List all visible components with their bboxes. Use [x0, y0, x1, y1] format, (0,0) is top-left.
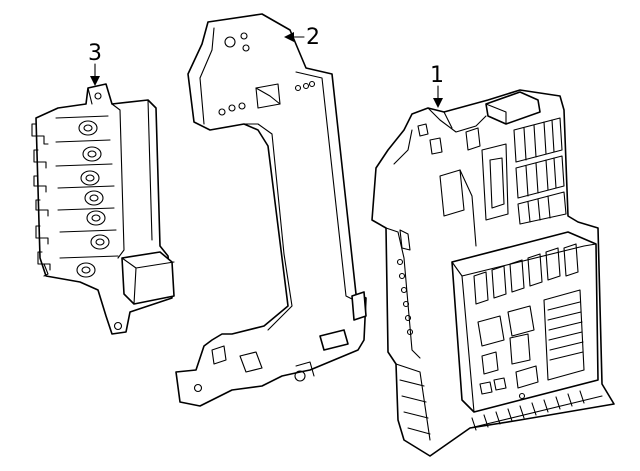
- lower-relay-panel: [451, 231, 599, 413]
- part-1-fuse-box: [371, 89, 615, 457]
- callout-3: 3: [88, 41, 102, 86]
- relay-cube: [121, 251, 175, 305]
- part-3-relay-block: [31, 83, 175, 335]
- callout-2: 2: [284, 25, 320, 50]
- callout-1: 1: [430, 63, 444, 108]
- upper-fuse-bank: [513, 117, 567, 225]
- part-2-mounting-bracket: [175, 13, 367, 407]
- base-ribs: [395, 363, 603, 441]
- callout-label-3: 3: [88, 41, 102, 66]
- callout-label-1: 1: [430, 63, 444, 88]
- connector-clips: [31, 123, 51, 277]
- side-vent-holes: [396, 258, 414, 336]
- callout-label-2: 2: [306, 25, 320, 50]
- callout-arrow-2-icon: [284, 32, 294, 42]
- terminal-sockets: [76, 120, 110, 278]
- callout-arrow-1-icon: [433, 98, 443, 108]
- callout-arrow-3-icon: [90, 76, 100, 86]
